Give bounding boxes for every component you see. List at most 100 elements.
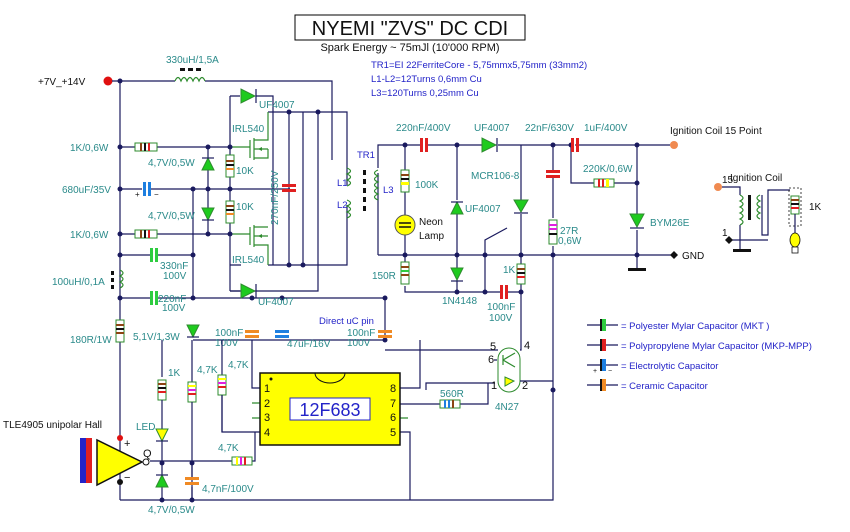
zener-bottom-label: 4,7V/0,5W <box>148 505 195 516</box>
hall-minus-pin <box>117 479 123 485</box>
note-primary-turns: L1-L2=12Turns 0,6mm Cu <box>371 74 482 85</box>
resistor-100k-label: 100K <box>415 180 439 191</box>
capacitor-330nf-label: 330nF <box>160 261 188 272</box>
supply-terminal[interactable] <box>103 76 113 86</box>
hall-sensor-label: TLE4905 unipolar Hall <box>3 420 102 431</box>
capacitor-330nf-voltage: 100V <box>163 271 187 282</box>
inductor-100uh-label: 100uH/0,1A <box>52 277 105 288</box>
capacitor-220nf-label: 220nF <box>158 294 186 305</box>
led <box>155 428 169 443</box>
diode-uf4007-series-label: UF4007 <box>474 123 510 134</box>
resistor-27r-label: 27R <box>560 226 578 237</box>
diode-uf4007-bottom <box>240 283 257 299</box>
scr-label: MCR106-8 <box>471 171 520 182</box>
resistor-4k7-b <box>217 374 227 396</box>
gnd-terminal[interactable] <box>670 251 678 259</box>
resistor-100k <box>400 169 410 193</box>
transformer-label: TR1 <box>357 150 375 161</box>
zener-top <box>201 156 215 171</box>
resistor-10k-top-label: 10K <box>236 166 254 177</box>
ignition-coil-pin-15: 15 <box>722 175 734 186</box>
ignition-coil-title: Ignition Coil <box>730 173 782 184</box>
resistor-4k7-c <box>231 456 253 466</box>
mcu-label: 12F683 <box>299 400 360 420</box>
capacitor-680uf: +− <box>135 182 159 199</box>
wires-hall-out <box>150 432 256 500</box>
resistor-1k-bottom <box>134 229 158 239</box>
capacitor-220nf-voltage: 100V <box>162 303 186 314</box>
mcu-unused-pins <box>252 402 408 419</box>
resistor-10k-bottom <box>225 200 235 224</box>
resistor-1k-led <box>157 379 167 401</box>
legend-label-electrolytic: = Electrolytic Capacitor <box>621 361 718 372</box>
coil-l2-label: L2 <box>337 200 348 211</box>
ignition-coil-15-terminal[interactable] <box>670 141 678 149</box>
resistor-27r-watt: 0,6W <box>558 236 582 247</box>
legend: = Polyester Mylar Capacitor (MKT ) = Pol… <box>587 319 812 392</box>
svg-text:+: + <box>593 368 597 375</box>
neon-lamp <box>394 214 416 236</box>
diode-uf4007-bottom-label: UF4007 <box>258 297 294 308</box>
capacitor-47uf-label: 47uF/16V <box>287 339 331 350</box>
mcu-pin-5: 5 <box>390 427 396 439</box>
svg-text:−: − <box>608 368 612 375</box>
title: NYEMI "ZVS" DC CDI <box>312 18 508 40</box>
junction-dots <box>117 78 640 503</box>
subtitle: Spark Energy ~ 75mJl (10'000 RPM) <box>320 42 499 54</box>
diode-uf4007-top <box>240 88 257 104</box>
capacitor-680uf-label: 680uF/35V <box>62 185 111 196</box>
hall-minus-label: − <box>124 472 130 484</box>
opto-pin-5: 5 <box>490 341 496 353</box>
mcu-pin-7: 7 <box>390 398 396 410</box>
capacitor-4n7 <box>185 477 199 485</box>
mosfet-top <box>249 112 269 160</box>
transformer-tr1 <box>345 167 380 219</box>
resistor-1k-gate-label: 1K <box>503 265 516 276</box>
gnd-symbol <box>628 268 646 271</box>
resistor-1k-top-label: 1K/0,6W <box>70 143 109 154</box>
resistor-560r-label: 560R <box>440 389 464 400</box>
ignition-coil-pin-1: 1 <box>722 228 728 239</box>
wires-hv <box>377 144 670 345</box>
mcu-pin-1: 1 <box>264 383 270 395</box>
gnd-label: GND <box>682 251 704 262</box>
capacitor-100nf-b-voltage: 100V <box>347 338 371 349</box>
resistor-150r-label: 150R <box>372 271 396 282</box>
hall-out-label: Q <box>143 448 152 460</box>
resistor-1k-gate <box>516 263 526 285</box>
zener-top-label: 4,7V/0,5W <box>148 158 195 169</box>
mcu-pin-6: 6 <box>390 412 396 424</box>
legend-label-mkp: = Polypropylene Mylar Capacitor (MKP-MPP… <box>621 341 812 352</box>
capacitor-47uf <box>275 330 289 338</box>
capacitor-100nf-b-label: 100nF <box>347 328 375 339</box>
diode-uf4007-shunt <box>450 200 464 215</box>
wires-power <box>112 80 670 501</box>
resistor-10k-top <box>225 154 235 178</box>
resistor-27r <box>548 219 558 245</box>
diode-1n4148 <box>450 267 464 282</box>
capacitor-270nf-label: 270nF/250V <box>270 170 281 225</box>
hall-sensor <box>80 438 150 487</box>
neon-lamp-label-1: Neon <box>419 217 443 228</box>
led-label: LED <box>136 422 155 433</box>
resistor-10k-bottom-label: 10K <box>236 202 254 213</box>
diode-1n4148-label: 1N4148 <box>442 296 477 307</box>
resistor-220k-label: 220K/0,6W <box>583 164 633 175</box>
mosfet-top-label: IRL540 <box>232 124 265 135</box>
optocoupler-4n27 <box>385 345 553 393</box>
resistor-560r <box>439 399 461 409</box>
opto-pin-1: 1 <box>491 380 497 392</box>
hall-plus-label: + <box>124 438 130 450</box>
resistor-1k-led-label: 1K <box>168 368 181 379</box>
coil-l1-label: L1 <box>337 178 348 189</box>
inductor-100uh <box>111 269 124 289</box>
resistor-4k7-a <box>187 381 197 403</box>
capacitor-100nf-a-label: 100nF <box>215 328 243 339</box>
resistor-1k-top <box>134 142 158 152</box>
legend-item-mkt: = Polyester Mylar Capacitor (MKT ) <box>587 319 769 332</box>
diode-uf4007-series <box>481 137 498 153</box>
ignition-coil-15-label: Ignition Coil 15 Point <box>670 126 762 137</box>
mcu-pin-2: 2 <box>264 398 270 410</box>
direct-pin-note: Direct uC pin <box>319 316 374 327</box>
